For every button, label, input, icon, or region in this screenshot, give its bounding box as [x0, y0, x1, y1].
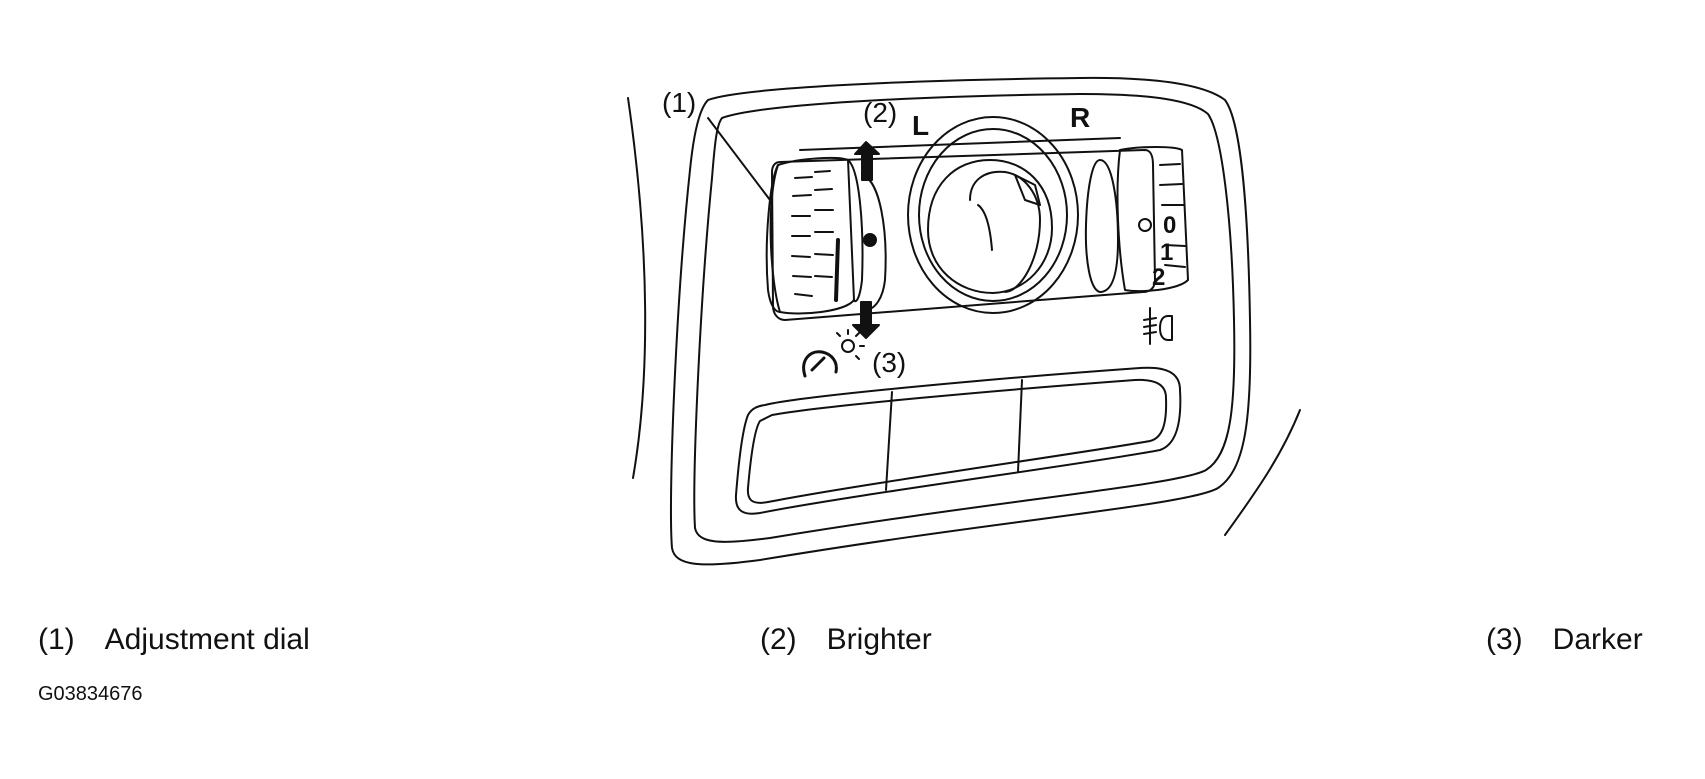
- label-brighter: (2): [863, 97, 897, 128]
- dashboard-right-curve: [1224, 409, 1301, 536]
- scale-mark-2: 2: [1152, 264, 1165, 291]
- legend-number: (2): [760, 623, 797, 656]
- legend-item-brighter: (2) Brighter: [760, 623, 932, 657]
- housing-top-edge: [799, 137, 1121, 151]
- lower-button-well: [734, 366, 1182, 515]
- lower-button-divider-2: [1017, 379, 1023, 473]
- legend-text: Adjustment dial: [104, 623, 310, 656]
- dashboard-left-curve: [627, 97, 647, 479]
- switch-panel-inner: [693, 93, 1236, 543]
- legend-item-darker: (3) Darker: [1486, 623, 1643, 657]
- dash-illumination-icon: [802, 329, 865, 378]
- letter-left: L: [912, 110, 929, 141]
- legend-number: (3): [1486, 623, 1523, 656]
- adjustment-dial: [765, 156, 887, 315]
- main-light-switch-knob: [907, 116, 1079, 314]
- scale-mark-0: 0: [1163, 212, 1176, 239]
- legend-item-adjustment-dial: (1) Adjustment dial: [38, 623, 310, 657]
- headlight-leveling-dial: [1084, 146, 1189, 293]
- label-darker: (3): [872, 347, 906, 378]
- brighter-arrow-icon: [854, 141, 880, 181]
- scale-mark-1: 1: [1160, 239, 1173, 266]
- switch-panel-outer: [669, 76, 1252, 566]
- dial-indicator-dot: [863, 233, 877, 247]
- label-adjustment-dial: (1): [662, 87, 696, 118]
- letter-right: R: [1070, 102, 1090, 133]
- legend-text: Brighter: [826, 623, 932, 656]
- legend-number: (1): [38, 623, 75, 656]
- legend-text: Darker: [1552, 623, 1643, 656]
- headlight-leveling-icon: [1143, 307, 1173, 345]
- headlight-switch-diagram: (1) (2) (3) L R 0 1 2: [627, 76, 1301, 566]
- darker-arrow-icon: [852, 301, 880, 339]
- leader-line-1: [707, 117, 771, 201]
- lower-button-well-inner: [746, 378, 1168, 504]
- lower-button-divider-1: [885, 391, 893, 491]
- figure-id: G03834676: [38, 683, 143, 705]
